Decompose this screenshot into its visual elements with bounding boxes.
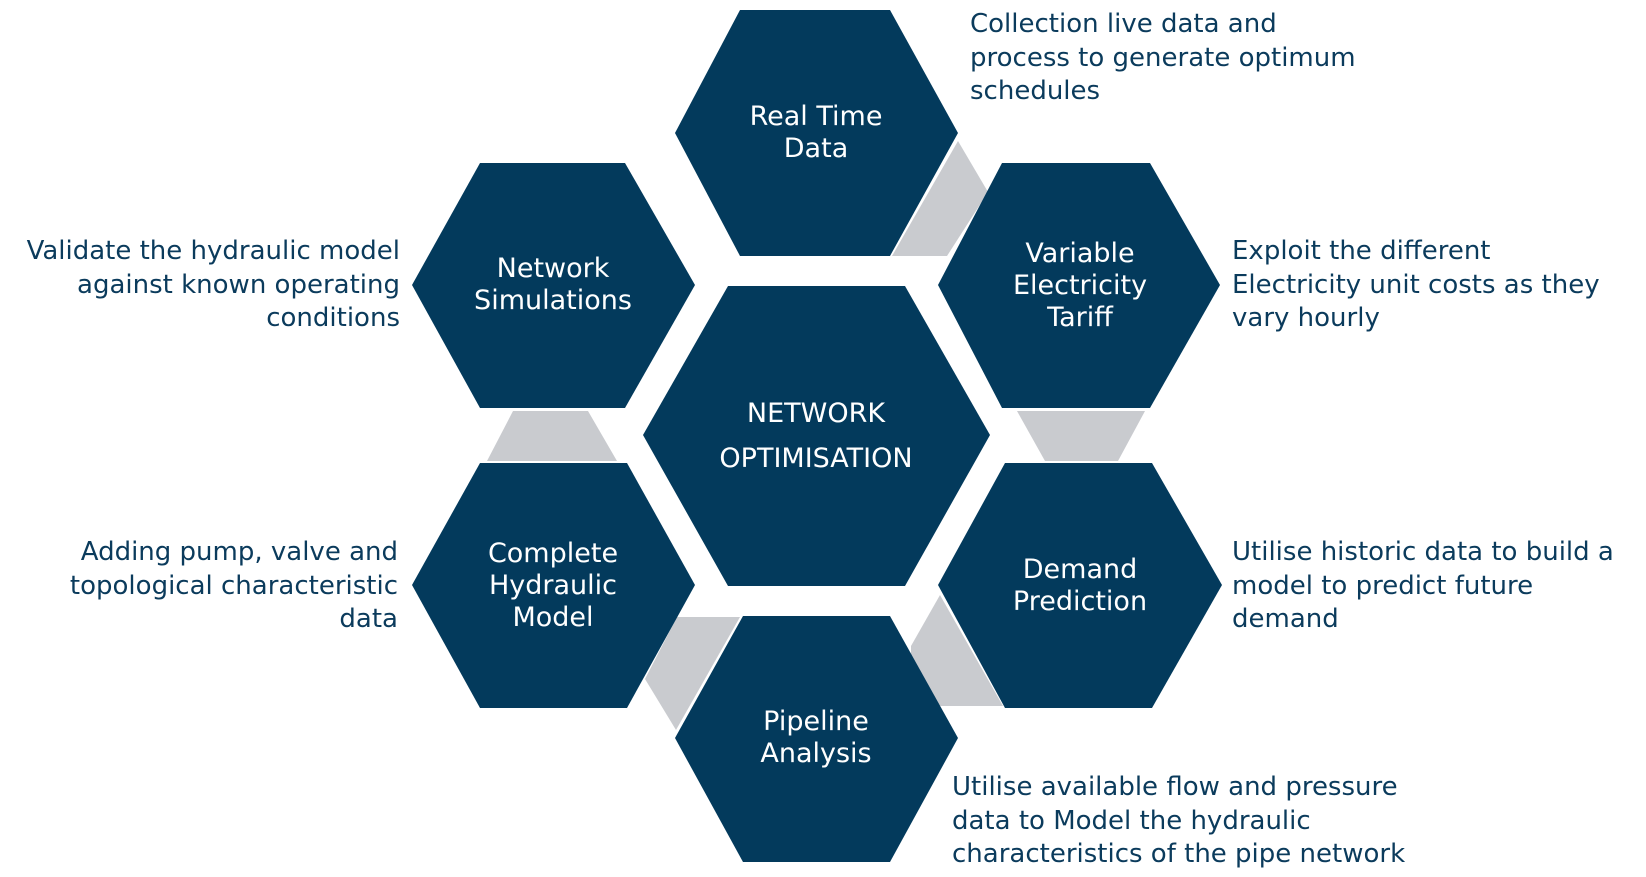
connector-hydraulic-to-simulations [487, 411, 617, 461]
node-label-network-simulations: Network Simulations [474, 253, 632, 316]
hexagon-network-simulations [412, 163, 695, 408]
connector-realtime-to-tariff [892, 141, 988, 256]
node-label-complete-hydraulic-model: Complete Hydraulic Model [487, 538, 619, 633]
description-variable-electricity-tariff: Exploit the different Electricity unit c… [1232, 236, 1600, 333]
hexagon-complete-hydraulic-model [412, 463, 695, 708]
hexagon-pipeline-analysis [675, 616, 958, 862]
node-label-variable-electricity-tariff: Variable Electricity Tariff [1012, 238, 1148, 333]
node-label-pipeline-analysis: Pipeline Analysis [760, 706, 872, 769]
description-network-simulations: Validate the hydraulic model against kno… [26, 236, 400, 333]
description-real-time-data: Collection live data and process to gene… [970, 9, 1356, 106]
node-label-demand-prediction: Demand Prediction [1012, 554, 1148, 617]
connector-pipeline-to-hydraulic [645, 617, 740, 730]
hexagon-variable-electricity-tariff [938, 163, 1220, 408]
description-pipeline-analysis: Utilise available flow and pressure data… [952, 772, 1406, 869]
connector-tariff-to-demand [1017, 411, 1145, 461]
node-label-real-time-data: Real Time Data [749, 101, 883, 164]
description-complete-hydraulic-model: Adding pump, valve and topological chara… [69, 537, 398, 634]
hexagon-real-time-data [675, 10, 958, 256]
hexagon-network-optimisation [643, 286, 990, 586]
center-label: NETWORK OPTIMISATION [719, 398, 913, 474]
connector-demand-to-pipeline [911, 595, 1003, 706]
hexagon-demand-prediction [938, 463, 1222, 708]
description-demand-prediction: Utilise historic data to build a model t… [1232, 537, 1614, 634]
